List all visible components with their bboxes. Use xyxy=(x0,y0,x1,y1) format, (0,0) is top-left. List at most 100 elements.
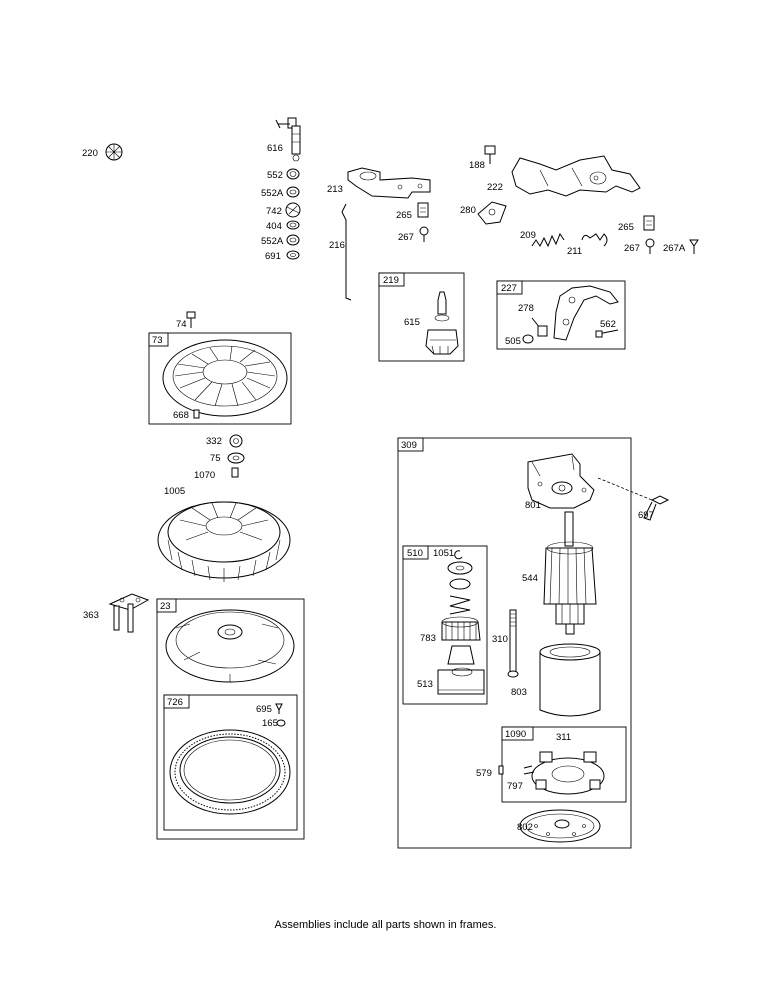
part-697-bolt xyxy=(643,495,670,521)
part-801-end-cap xyxy=(527,453,595,509)
frame-23 xyxy=(156,598,305,840)
frame-227 xyxy=(496,280,626,350)
part-222-control-bracket xyxy=(511,155,641,197)
part-188-screw xyxy=(484,145,496,164)
label-267-a: 267 xyxy=(398,232,414,243)
frame-726 xyxy=(163,694,298,831)
label-280: 280 xyxy=(460,205,476,216)
label-332: 332 xyxy=(206,436,222,447)
label-691: 691 xyxy=(265,251,281,262)
diagram-caption: Assemblies include all parts shown in fr… xyxy=(274,919,497,931)
label-801: 801 xyxy=(525,500,541,511)
part-552a2-ring xyxy=(286,234,300,246)
part-265-clip-a xyxy=(417,202,429,218)
part-552-seal xyxy=(286,168,300,180)
label-311: 311 xyxy=(556,732,571,743)
label-211: 211 xyxy=(567,246,582,257)
part-220-wheel xyxy=(105,143,123,161)
part-75-washer xyxy=(227,452,245,464)
label-562: 562 xyxy=(600,319,616,330)
label-404: 404 xyxy=(266,221,282,232)
part-579-terminal xyxy=(498,765,504,775)
label-216: 216 xyxy=(329,240,345,251)
tag-73: 73 xyxy=(152,335,163,346)
tag-309: 309 xyxy=(401,440,417,451)
label-616: 616 xyxy=(267,143,283,154)
label-552a-2: 552A xyxy=(261,236,284,247)
tag-1090: 1090 xyxy=(505,729,526,740)
part-562-screw xyxy=(595,329,619,338)
label-513: 513 xyxy=(417,679,433,690)
part-1051-clip xyxy=(454,550,463,560)
label-697: 697 xyxy=(638,510,654,521)
label-75: 75 xyxy=(210,453,221,464)
part-404-ring xyxy=(286,220,300,230)
label-1051: 1051 xyxy=(433,548,454,559)
label-802: 802 xyxy=(517,822,533,833)
label-783: 783 xyxy=(420,633,436,644)
part-280-link xyxy=(477,201,507,225)
label-803: 803 xyxy=(511,687,527,698)
label-552: 552 xyxy=(267,170,283,181)
part-510-drive-assembly xyxy=(437,561,485,695)
part-23-flywheel xyxy=(165,609,295,683)
part-265-clip-b xyxy=(643,215,655,231)
label-695: 695 xyxy=(256,704,272,715)
part-267a-screw xyxy=(689,239,699,254)
label-1005: 1005 xyxy=(164,486,185,497)
part-668-screw xyxy=(193,409,200,419)
tag-219: 219 xyxy=(383,275,399,286)
part-227-bracket xyxy=(553,285,619,341)
part-803-housing xyxy=(539,643,601,717)
label-579: 579 xyxy=(476,768,492,779)
label-363: 363 xyxy=(83,610,99,621)
label-265-a: 265 xyxy=(396,210,412,221)
part-267-screw-a xyxy=(419,226,429,242)
label-552a: 552A xyxy=(261,188,284,199)
part-267-screw-b xyxy=(645,238,655,254)
part-1005-fan xyxy=(157,501,291,582)
part-219-governor-gear xyxy=(425,291,459,355)
part-544-armature xyxy=(543,511,597,635)
label-209: 209 xyxy=(520,230,536,241)
part-691-washer xyxy=(286,250,300,260)
tag-726: 726 xyxy=(167,697,183,708)
part-742-filter xyxy=(285,202,301,218)
label-797: 797 xyxy=(507,781,523,792)
part-278-washer xyxy=(531,317,548,337)
label-213: 213 xyxy=(327,184,343,195)
label-310: 310 xyxy=(492,634,508,645)
part-211-spring xyxy=(581,233,608,247)
label-165: 165 xyxy=(262,718,278,729)
part-695-screw xyxy=(275,703,283,714)
label-265-b: 265 xyxy=(618,222,634,233)
frame-73 xyxy=(148,332,292,425)
part-726-ring-gear xyxy=(169,729,291,815)
label-544: 544 xyxy=(522,573,538,584)
label-74: 74 xyxy=(176,319,187,330)
part-216-link xyxy=(341,203,352,301)
part-363-armature xyxy=(108,593,150,633)
label-505: 505 xyxy=(505,336,521,347)
part-74-screw xyxy=(186,311,196,328)
part-802-end-plate xyxy=(519,809,601,843)
frame-1090 xyxy=(501,726,627,803)
part-505-nut xyxy=(522,334,534,344)
frame-510 xyxy=(402,545,488,705)
label-222: 222 xyxy=(487,182,503,193)
part-616-primer xyxy=(275,117,301,162)
part-209-spring xyxy=(531,232,565,248)
part-552a-ring xyxy=(286,186,300,198)
part-1090-brush-assembly xyxy=(523,751,605,795)
tag-510: 510 xyxy=(407,548,423,559)
tag-23: 23 xyxy=(160,601,171,612)
label-615: 615 xyxy=(404,317,420,328)
label-267a: 267A xyxy=(663,243,686,254)
part-73-blower-housing xyxy=(162,339,288,417)
part-213-bracket xyxy=(347,167,431,199)
frame-309 xyxy=(397,437,632,849)
label-1070: 1070 xyxy=(194,470,215,481)
label-188: 188 xyxy=(469,160,485,171)
part-310-bolt xyxy=(507,609,519,678)
